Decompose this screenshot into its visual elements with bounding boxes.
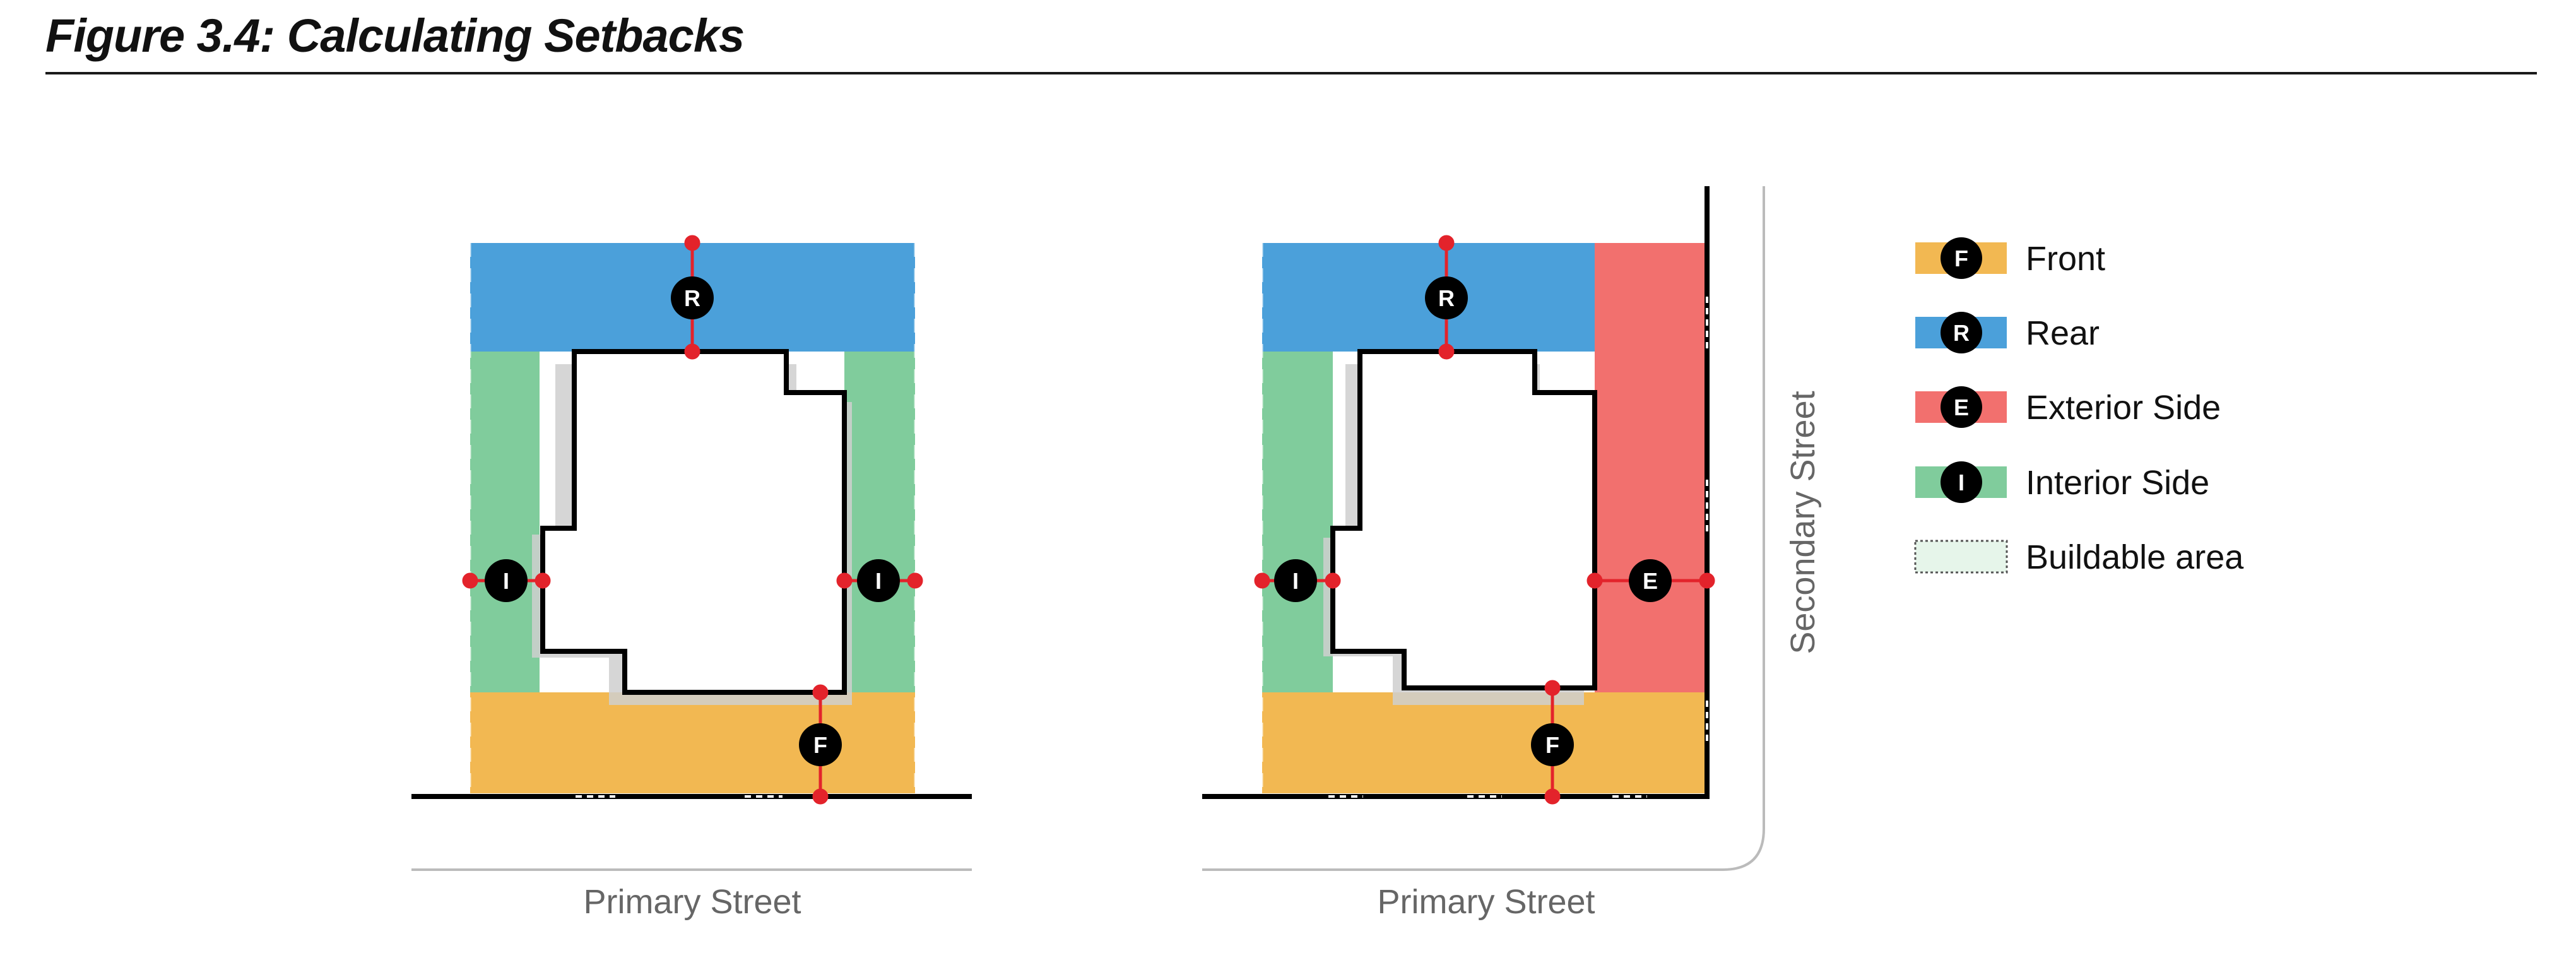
front-setback-zone — [1262, 692, 1707, 793]
legend-label-interior-side: Interior Side — [2026, 464, 2209, 502]
interior-side-measure-left — [462, 572, 551, 589]
figure-title: Figure 3.4: Calculating Setbacks — [45, 9, 745, 62]
interior-side-setback-zone — [1262, 352, 1333, 692]
interior-side-badge-left: I — [485, 559, 528, 602]
interior-side-setback-zone-right — [844, 352, 915, 692]
lot-edge-dashes — [469, 243, 916, 793]
legend-label-front: Front — [2026, 240, 2105, 278]
legend: F Front R Rear E Exterior Side I Interio… — [1914, 237, 2244, 576]
sidewalk-line — [1202, 186, 1765, 871]
svg-text:I: I — [503, 568, 509, 594]
legend-label-exterior-side: Exterior Side — [2026, 389, 2221, 427]
interior-side-badge: I — [1274, 559, 1317, 602]
svg-text:I: I — [875, 568, 882, 594]
corner-lot-diagram: R I E F Primary Street Secondary Street — [1202, 186, 1822, 921]
exterior-side-setback-zone — [1595, 243, 1707, 692]
legend-swatch-buildable-area — [1914, 540, 2008, 574]
legend-label-buildable-area: Buildable area — [2026, 538, 2244, 576]
front-setback-zone — [470, 692, 915, 793]
legend-label-rear: Rear — [2026, 314, 2100, 352]
interior-side-badge-right: I — [857, 559, 900, 602]
svg-text:E: E — [1954, 394, 1969, 420]
primary-street-label: Primary Street — [1377, 883, 1595, 921]
legend-item-front: F Front — [1915, 237, 2105, 279]
svg-text:R: R — [684, 285, 700, 311]
building-footprint — [540, 349, 847, 695]
legend-item-exterior-side: E Exterior Side — [1915, 386, 2221, 428]
rear-badge: R — [1425, 276, 1468, 319]
svg-text:I: I — [1958, 470, 1964, 495]
svg-text:R: R — [1953, 320, 1970, 346]
svg-text:F: F — [813, 732, 827, 758]
front-badge: F — [799, 723, 842, 766]
interior-lot-diagram: R I I F Primary Street — [411, 235, 972, 921]
front-badge: F — [1531, 723, 1574, 766]
svg-text:F: F — [1954, 246, 1968, 271]
svg-text:F: F — [1545, 732, 1559, 758]
svg-text:I: I — [1292, 568, 1299, 594]
primary-street-label: Primary Street — [583, 883, 801, 921]
legend-item-interior-side: I Interior Side — [1915, 461, 2209, 503]
legend-item-buildable-area: Buildable area — [1914, 538, 2244, 576]
legend-item-rear: R Rear — [1915, 312, 2100, 353]
exterior-side-badge: E — [1629, 559, 1672, 602]
interior-side-setback-zone-left — [470, 352, 540, 692]
svg-text:R: R — [1438, 285, 1455, 311]
rear-badge: R — [671, 276, 714, 319]
svg-text:E: E — [1643, 568, 1658, 594]
title-rule — [45, 72, 2537, 74]
building-footprint — [1330, 349, 1597, 690]
secondary-street-label: Secondary Street — [1784, 391, 1822, 654]
